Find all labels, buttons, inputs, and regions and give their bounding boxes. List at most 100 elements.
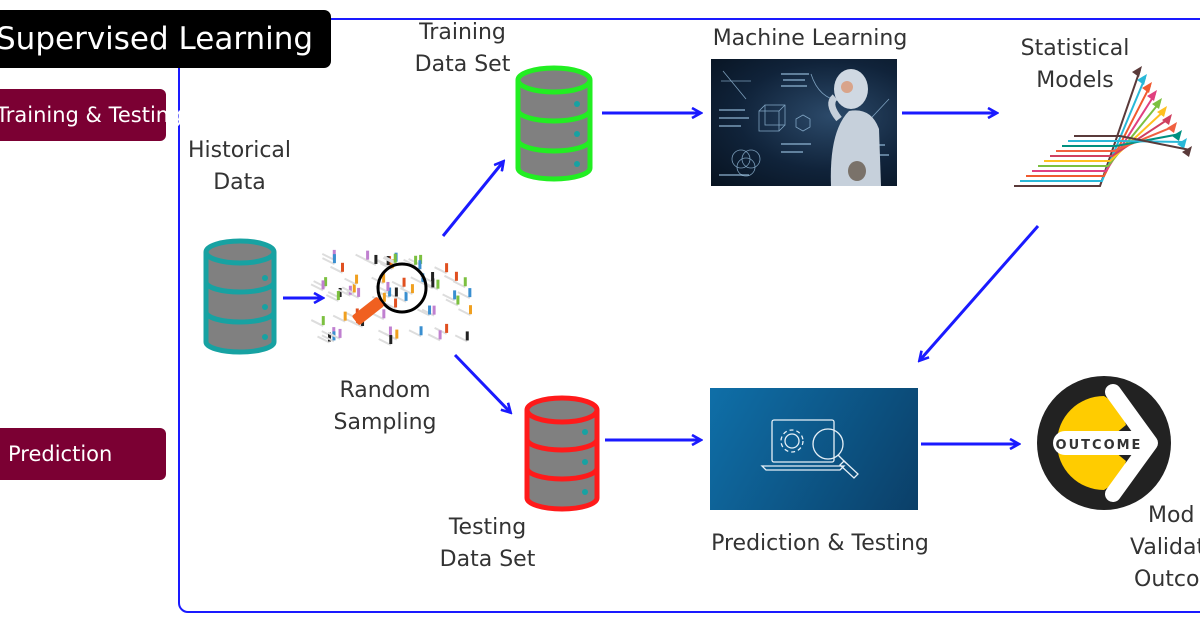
crowd-shadow bbox=[410, 276, 424, 285]
crowd-shadow bbox=[442, 293, 456, 302]
model-arrow-line bbox=[1038, 101, 1161, 167]
crowd-shadow bbox=[325, 294, 339, 302]
prediction-testing-label: Prediction & Testing bbox=[711, 531, 929, 556]
testing-set-label: Testing Data Set bbox=[430, 512, 545, 576]
statistical-models-label-line2: Models bbox=[1036, 68, 1114, 93]
crowd-shadow bbox=[417, 308, 430, 317]
robot-image-icon bbox=[719, 69, 890, 186]
crowd-person bbox=[428, 305, 432, 315]
crowd-shadow bbox=[427, 333, 441, 342]
crowd-person bbox=[438, 330, 442, 340]
crowd-person bbox=[355, 274, 359, 284]
crowd-person bbox=[432, 305, 436, 315]
historical-data-label-line1: Historical bbox=[187, 138, 292, 163]
training-set-label: Training Data Set bbox=[405, 17, 520, 81]
crowd-person bbox=[386, 281, 390, 291]
crowd-shadow bbox=[330, 265, 343, 274]
machine-learning-image bbox=[711, 59, 897, 186]
crowd-shadow bbox=[321, 330, 335, 338]
crowd-person bbox=[454, 271, 458, 281]
crowd-shadow bbox=[408, 329, 422, 338]
crowd-person bbox=[463, 277, 467, 287]
crowd-shadow bbox=[341, 286, 355, 295]
training-set-label-line2: Data Set bbox=[414, 52, 511, 77]
outcome-badge-text: OUTCOME bbox=[1056, 438, 1143, 453]
crowd-person bbox=[389, 335, 393, 345]
model-arrow-head bbox=[1172, 130, 1182, 141]
crowd-shadow bbox=[458, 308, 471, 317]
multicolor-arrows-icon bbox=[1014, 66, 1192, 187]
crowd-person bbox=[394, 287, 398, 297]
crowd-person bbox=[357, 287, 361, 297]
outcome-label-line3: Outco bbox=[1134, 567, 1200, 592]
crowd-person bbox=[410, 284, 414, 294]
random-sampling-label-line1: Random bbox=[339, 378, 431, 403]
historical-data-label-line2: Data bbox=[213, 170, 266, 195]
crowd-person bbox=[419, 254, 423, 264]
model-arrow-line bbox=[1026, 85, 1151, 177]
arrow-sampling-to-testing bbox=[453, 353, 510, 412]
crowd-person bbox=[419, 326, 423, 336]
crowd-person bbox=[431, 272, 435, 282]
model-arrow-head bbox=[1142, 82, 1152, 93]
crowd-shadow bbox=[445, 298, 459, 307]
crowd-shadow bbox=[332, 314, 346, 323]
model-arrow-line bbox=[1014, 69, 1141, 187]
crowd-person bbox=[382, 292, 386, 302]
crowd-person bbox=[348, 285, 352, 295]
model-arrow-line bbox=[1020, 77, 1146, 182]
crowd-person bbox=[468, 288, 472, 298]
crowd-person bbox=[418, 260, 422, 270]
crowd-person bbox=[453, 290, 457, 300]
crowd-person bbox=[388, 287, 392, 297]
crowd-person bbox=[465, 331, 469, 341]
crowd-shadow bbox=[457, 291, 471, 300]
crowd-shadow bbox=[399, 287, 413, 296]
crowd-person bbox=[395, 329, 399, 339]
crowd-person bbox=[388, 326, 392, 336]
crowd-person bbox=[321, 316, 325, 326]
crowd-person bbox=[321, 280, 325, 290]
crowd-shadow bbox=[355, 253, 369, 262]
crowd-person bbox=[382, 309, 386, 319]
random-sampling-label: Random Sampling bbox=[325, 375, 445, 439]
crowd-person bbox=[445, 263, 449, 273]
diagram-frame bbox=[178, 18, 1200, 613]
crowd-shadow bbox=[327, 332, 341, 340]
crowd-shadow bbox=[391, 280, 405, 289]
crowd-shadow bbox=[310, 319, 324, 327]
model-arrow-head bbox=[1177, 138, 1187, 149]
crowd-shadow bbox=[378, 338, 392, 346]
machine-learning-label: Machine Learning bbox=[712, 26, 908, 51]
crowd-person bbox=[328, 332, 332, 342]
crowd-person bbox=[374, 254, 378, 264]
crowd-person bbox=[340, 262, 344, 272]
crowd-person bbox=[445, 323, 449, 333]
random-sampling-label-line2: Sampling bbox=[333, 410, 437, 435]
crowd-person bbox=[324, 277, 328, 287]
crowd-person bbox=[382, 273, 386, 283]
arrow-sampling-to-training bbox=[441, 162, 503, 237]
crowd-person bbox=[352, 283, 356, 293]
phase-badge-prediction: Prediction bbox=[0, 428, 166, 480]
outcome-label: Mod Validat Outco bbox=[1120, 500, 1200, 596]
arrow-models-to-prediction bbox=[920, 225, 1040, 360]
crowd-shadow bbox=[344, 277, 357, 286]
crowd-person bbox=[343, 311, 347, 321]
laptop-gear-magnifier-icon bbox=[760, 419, 859, 479]
outcome-arrow-icon: OUTCOME bbox=[1037, 376, 1171, 510]
crowd-shadow bbox=[371, 312, 385, 321]
crowd-person bbox=[332, 254, 336, 264]
crowd-person bbox=[436, 279, 440, 289]
training-set-label-line1: Training bbox=[419, 20, 506, 45]
crowd-shadow bbox=[454, 334, 468, 343]
crowd-shadow bbox=[403, 258, 417, 267]
crowd-person bbox=[402, 277, 406, 287]
crowd-person bbox=[394, 298, 398, 308]
crowd-person bbox=[390, 259, 394, 269]
model-arrow-line bbox=[1050, 117, 1171, 157]
crowd-magnifier-icon bbox=[310, 249, 472, 346]
model-arrow-head bbox=[1137, 74, 1147, 85]
diagram-title: Supervised Learning bbox=[0, 10, 331, 68]
